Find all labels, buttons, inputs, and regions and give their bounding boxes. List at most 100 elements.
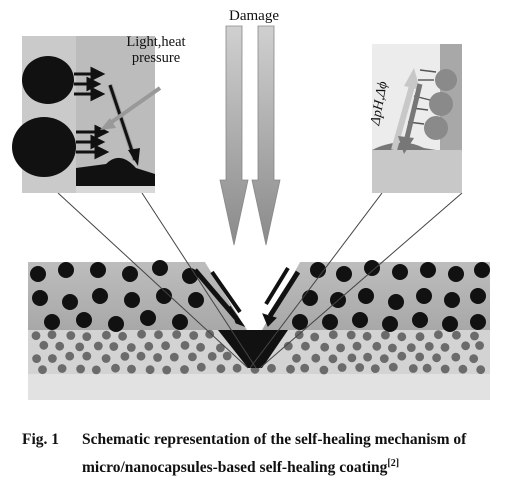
- small-capsule: [75, 342, 85, 352]
- small-capsule: [397, 351, 407, 361]
- large-capsule: [388, 294, 404, 310]
- large-capsule: [292, 314, 308, 330]
- large-capsule: [310, 262, 326, 278]
- ph-arrow-down: [403, 83, 423, 143]
- damage-label: Damage: [229, 8, 279, 24]
- small-capsule: [39, 340, 49, 350]
- healing-agent-in-crack: [218, 330, 288, 368]
- damage-arrows: [219, 25, 281, 246]
- small-capsule: [336, 343, 345, 353]
- small-capsule: [172, 330, 182, 339]
- small-capsule: [476, 365, 486, 375]
- small-capsule: [469, 354, 479, 364]
- small-capsule: [286, 364, 295, 374]
- small-capsule: [153, 353, 163, 362]
- small-capsule: [180, 365, 189, 374]
- small-capsule: [196, 342, 206, 352]
- small-capsule: [188, 352, 197, 362]
- large-capsule: [188, 292, 204, 308]
- small-capsule: [189, 331, 199, 340]
- small-capsule: [120, 352, 130, 361]
- small-capsule: [319, 365, 329, 375]
- small-capsule: [434, 330, 443, 340]
- large-capsule: [302, 290, 318, 306]
- large-capsule: [156, 288, 172, 304]
- large-capsule: [382, 316, 398, 332]
- small-capsule: [362, 331, 372, 341]
- figure-caption: Fig. 1 Schematic representation of the se…: [22, 428, 517, 480]
- upper-coating-layer-right: [262, 262, 490, 330]
- small-capsule: [47, 330, 57, 340]
- small-nanocapsules: [31, 329, 486, 375]
- large-capsule: [122, 266, 138, 282]
- small-capsule: [205, 329, 215, 339]
- small-capsule: [424, 342, 434, 351]
- small-capsule: [196, 362, 206, 372]
- small-capsule: [154, 330, 163, 340]
- small-capsule: [232, 363, 242, 373]
- small-capsule: [76, 364, 85, 374]
- small-capsule: [311, 353, 321, 363]
- large-capsule: [364, 260, 380, 276]
- zoom-leader-lines: [57, 192, 463, 369]
- small-capsule: [32, 354, 41, 363]
- small-capsule: [379, 354, 389, 363]
- large-capsule: [76, 312, 92, 328]
- coating-cross-section: [28, 260, 490, 400]
- caption-line-1: Schematic representation of the self-hea…: [82, 431, 467, 448]
- large-capsule: [352, 312, 368, 328]
- small-capsule: [267, 363, 276, 373]
- small-capsule: [161, 341, 171, 351]
- small-capsule: [101, 354, 111, 363]
- small-capsule: [38, 365, 47, 375]
- pressure-label: pressure: [132, 50, 180, 66]
- large-capsule: [448, 266, 464, 282]
- right-panel-capsule-2: [429, 92, 453, 116]
- large-capsule: [90, 262, 106, 278]
- small-capsule: [370, 364, 380, 373]
- large-capsule: [442, 316, 458, 332]
- small-capsule: [432, 353, 441, 363]
- small-capsule: [328, 330, 338, 340]
- left-zoom-panel: [12, 36, 162, 193]
- large-capsule: [412, 312, 428, 328]
- small-capsule: [422, 363, 432, 373]
- small-capsule: [292, 353, 301, 363]
- small-capsule: [55, 341, 65, 351]
- small-capsule: [475, 341, 484, 350]
- small-capsule: [310, 332, 320, 342]
- small-capsule: [347, 353, 357, 363]
- small-capsule: [48, 354, 57, 363]
- large-capsule: [444, 292, 460, 308]
- large-capsule: [108, 316, 124, 332]
- outflow-arrows-top: [74, 66, 106, 102]
- small-capsule: [136, 351, 146, 361]
- large-capsule: [30, 266, 46, 282]
- small-capsule: [355, 363, 365, 372]
- small-capsule: [216, 364, 226, 374]
- small-capsule: [109, 342, 119, 351]
- large-capsule: [392, 264, 408, 280]
- small-capsule: [137, 329, 147, 339]
- small-capsule: [169, 352, 179, 362]
- caption-citation: [2]: [387, 458, 400, 469]
- small-capsule: [145, 365, 155, 375]
- small-capsule: [91, 365, 101, 375]
- small-capsule: [82, 332, 92, 341]
- large-capsule: [152, 260, 168, 276]
- right-panel-capsule-1: [435, 69, 457, 91]
- small-capsule: [328, 354, 338, 364]
- figure-number: Fig. 1: [22, 431, 60, 448]
- large-microcapsules: [30, 260, 490, 332]
- small-capsule: [337, 363, 347, 372]
- large-capsule: [58, 262, 74, 278]
- small-capsule: [408, 364, 418, 373]
- self-healing-diagram: Damage Light,heat pressure ΔpH,Δϕ: [12, 8, 490, 400]
- right-panel-substrate: [372, 150, 462, 193]
- large-capsule: [140, 310, 156, 326]
- right-panel-capsule-3: [424, 116, 448, 140]
- right-zoom-panel: [372, 44, 462, 193]
- large-capsule: [44, 314, 60, 330]
- damage-arrow-right: [251, 25, 281, 246]
- small-capsule: [440, 364, 450, 374]
